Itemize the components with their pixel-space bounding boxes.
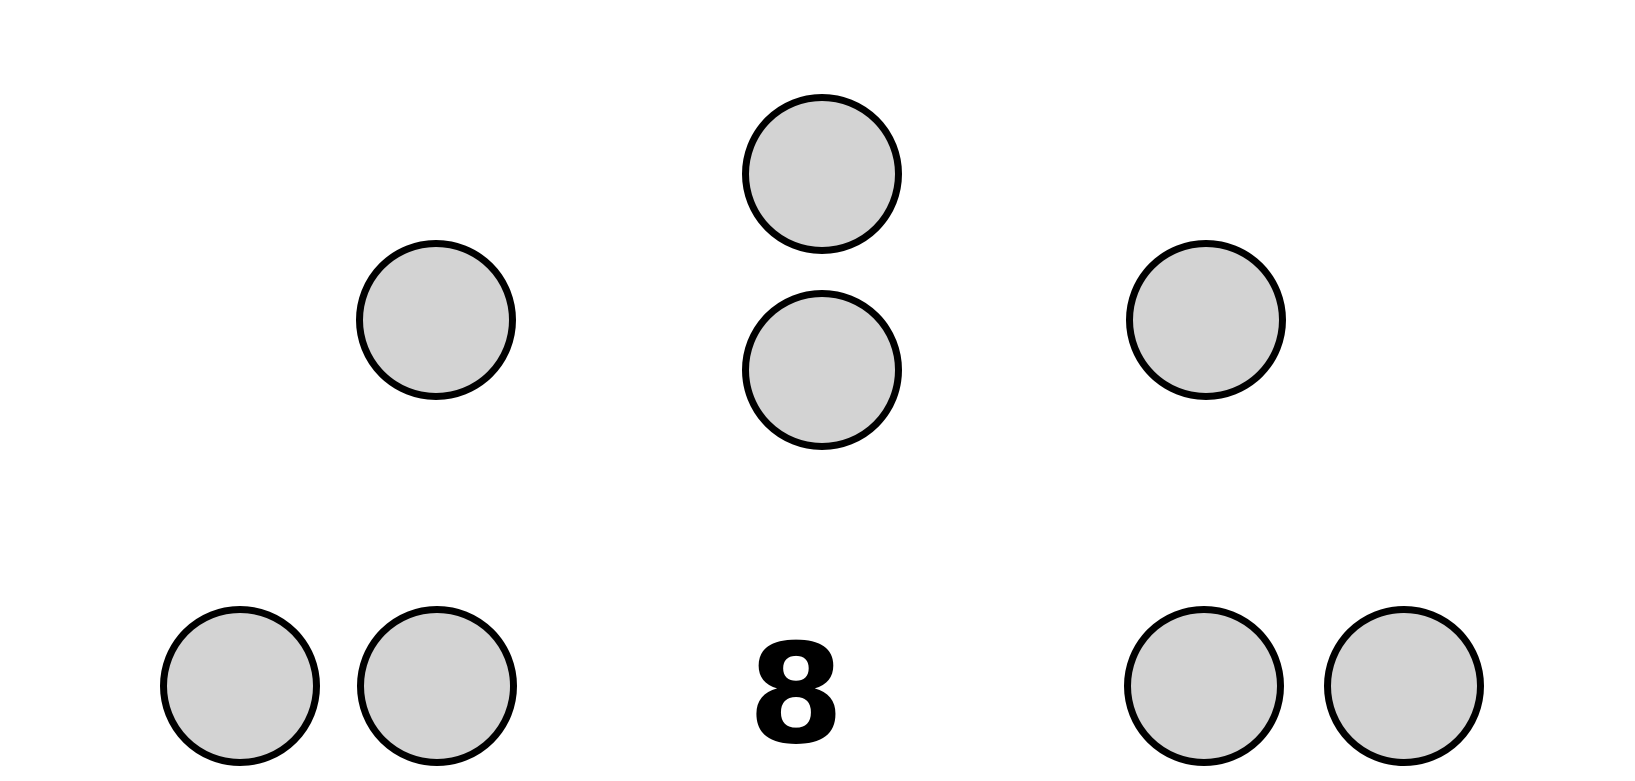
dot-bottom-right-2: [1324, 606, 1484, 766]
dot-top-upper: [742, 94, 902, 254]
count-number-label: 8: [747, 614, 845, 775]
dot-bottom-right-1: [1124, 606, 1284, 766]
dot-bottom-left-2: [357, 606, 517, 766]
dot-bottom-left-1: [160, 606, 320, 766]
dot-middle-left: [356, 240, 516, 400]
dot-middle-right: [1126, 240, 1286, 400]
dot-top-lower: [742, 290, 902, 450]
